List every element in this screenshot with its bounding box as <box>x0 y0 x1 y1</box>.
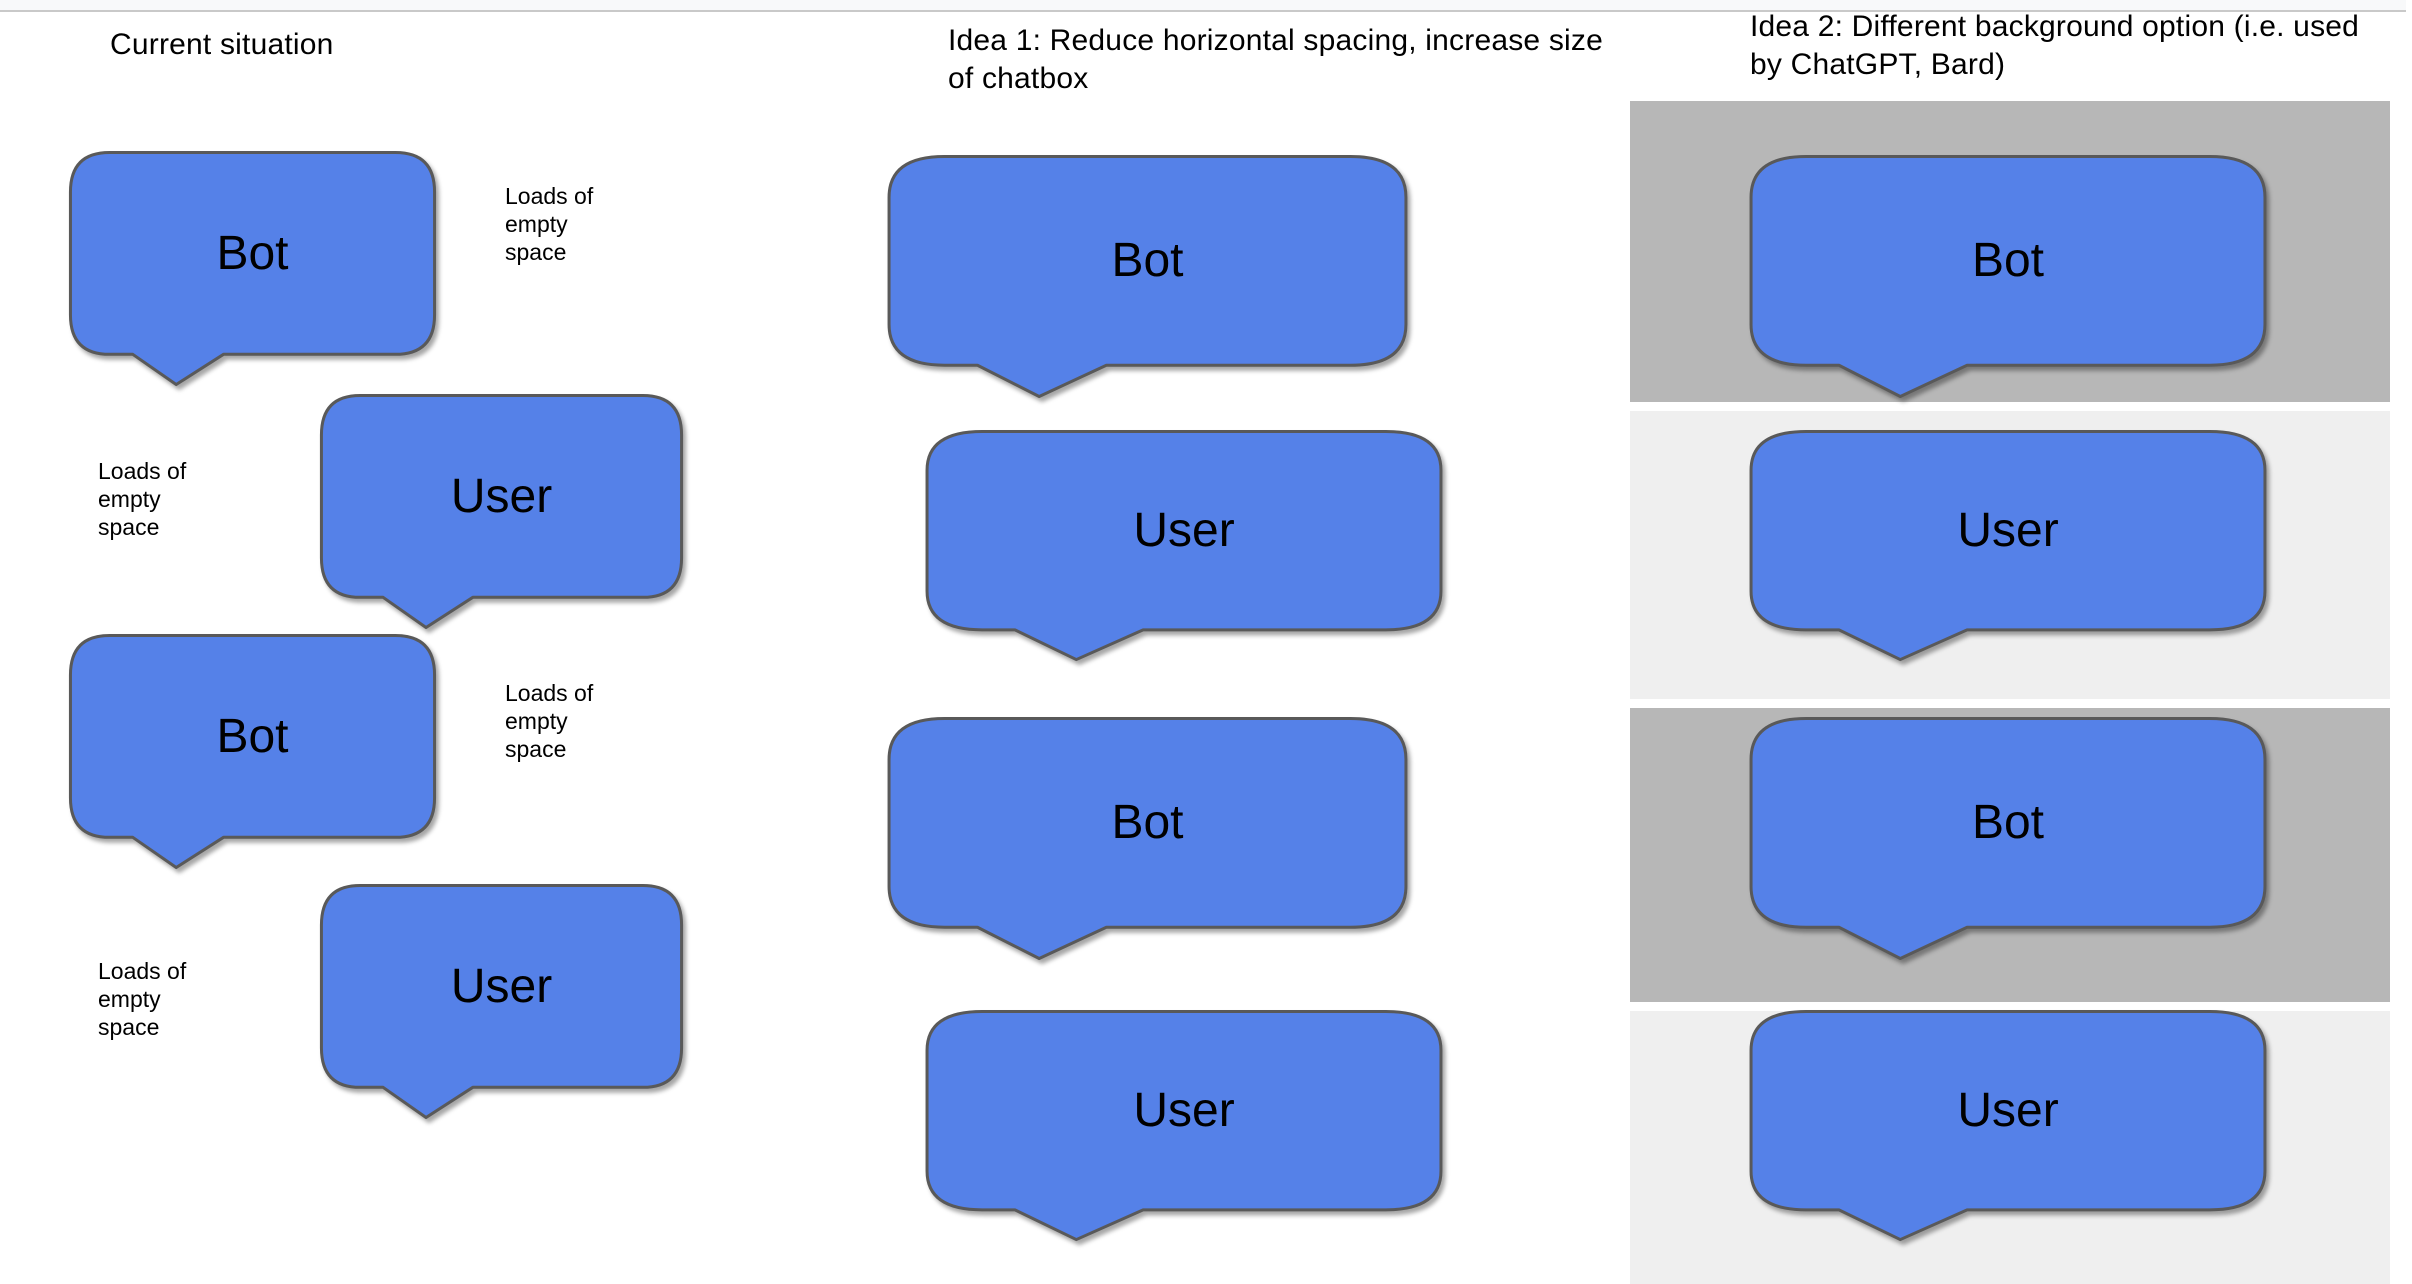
user-bubble-col1-1[interactable]: User <box>319 393 684 630</box>
bubble-label: Bot <box>1111 796 1184 849</box>
bubble-label: Bot <box>216 710 289 763</box>
bot-bubble-col3-1[interactable]: Bot <box>1749 155 2267 398</box>
user-bubble-col3-2[interactable]: User <box>1749 1010 2267 1241</box>
empty-space-note-4: Loads of empty space <box>98 958 187 1040</box>
bubble-label: User <box>450 960 553 1013</box>
bubble-label: User <box>1133 1084 1235 1137</box>
user-bubble-col2-1[interactable]: User <box>925 430 1443 661</box>
bubble-label: Bot <box>1971 234 2045 287</box>
top-border-bar <box>0 0 2406 12</box>
column-title-current-situation: Current situation <box>110 28 334 61</box>
bubble-label: Bot <box>1971 796 2045 849</box>
user-bubble-col2-2[interactable]: User <box>925 1010 1443 1241</box>
bot-bubble-col3-2[interactable]: Bot <box>1749 717 2267 960</box>
bot-bubble-col1-2[interactable]: Bot <box>68 633 437 870</box>
bot-bubble-col1-1[interactable]: Bot <box>68 151 437 387</box>
bubble-label: User <box>1957 504 2059 557</box>
bubble-label: Bot <box>216 227 289 280</box>
bubble-label: User <box>1957 1084 2059 1137</box>
bot-bubble-col2-2[interactable]: Bot <box>887 717 1408 960</box>
bubble-label: User <box>450 470 553 523</box>
bubble-label: User <box>1133 504 1235 557</box>
bubble-label: Bot <box>1111 234 1184 287</box>
user-bubble-col1-2[interactable]: User <box>319 883 684 1120</box>
empty-space-note-3: Loads of empty space <box>505 680 594 762</box>
empty-space-note-2: Loads of empty space <box>98 458 187 540</box>
column-title-idea-2: Idea 2: Different background option (i.e… <box>1750 10 2360 81</box>
empty-space-note-1: Loads of empty space <box>505 183 594 265</box>
user-bubble-col3-1[interactable]: User <box>1749 430 2267 661</box>
column-title-idea-1: Idea 1: Reduce horizontal spacing, incre… <box>948 24 1603 95</box>
bot-bubble-col2-1[interactable]: Bot <box>887 155 1408 398</box>
